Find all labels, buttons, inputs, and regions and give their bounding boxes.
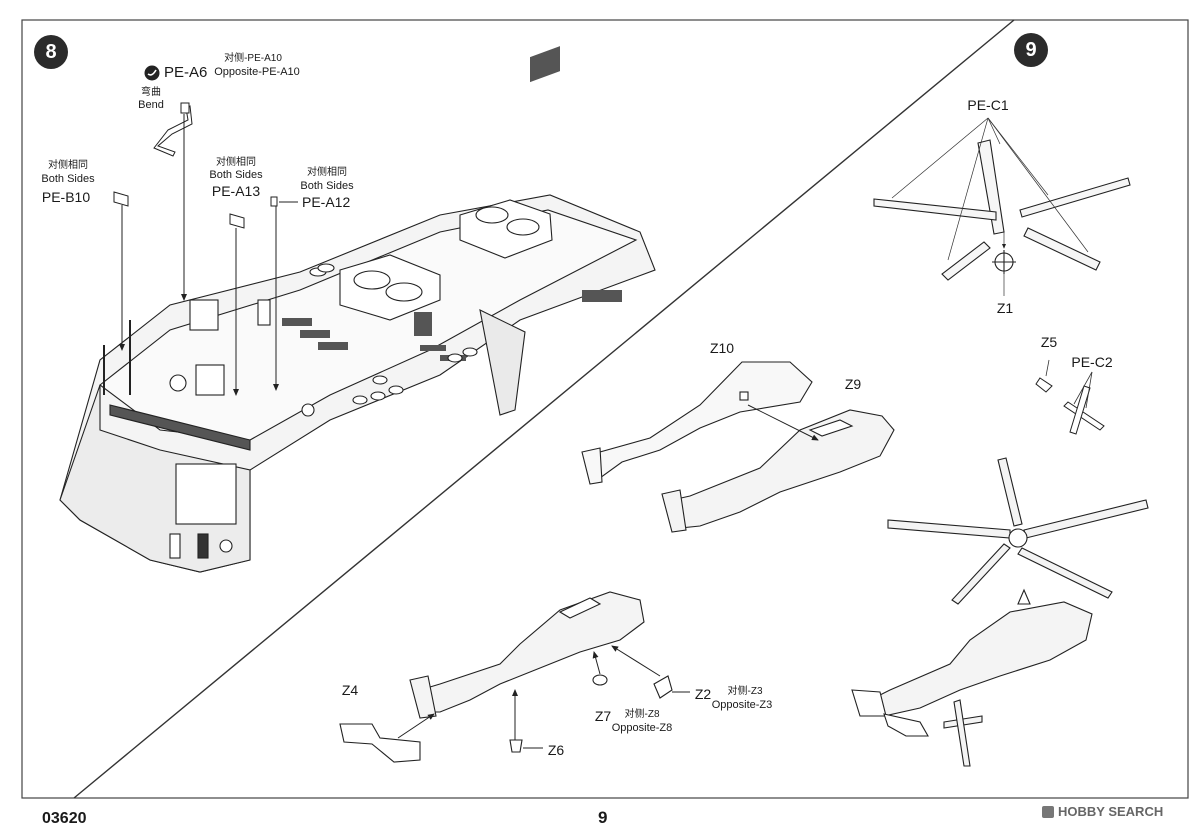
label-pe-c2: PE-C2 bbox=[1071, 354, 1113, 370]
helicopter-half-z10 bbox=[581, 361, 813, 485]
watermark-text: HOBBY SEARCH bbox=[1058, 804, 1164, 819]
label-z10: Z10 bbox=[709, 340, 735, 356]
label-both-sides-cn-2: 对侧相同 bbox=[216, 157, 256, 168]
helicopter-complete bbox=[851, 457, 1149, 767]
helicopter-assembly-left bbox=[339, 591, 673, 763]
watermark: HOBBY SEARCH bbox=[1042, 804, 1163, 819]
label-pe-a13: PE-A13 bbox=[211, 183, 261, 199]
label-both-sides-3: Both Sides bbox=[300, 180, 354, 192]
label-z3-opposite: Opposite-Z3 bbox=[711, 699, 773, 711]
leader-lines-step9 bbox=[397, 645, 690, 749]
step-divider-line bbox=[73, 19, 1015, 799]
pe-c2-leaders bbox=[1045, 359, 1093, 409]
label-pe-a10-cn: 对侧-PE-A10 bbox=[224, 53, 282, 64]
label-z8-opposite: Opposite-Z8 bbox=[611, 722, 673, 734]
label-z5: Z5 bbox=[1040, 334, 1058, 350]
label-z1: Z1 bbox=[996, 300, 1014, 316]
label-both-sides-2: Both Sides bbox=[209, 169, 263, 181]
label-bend-cn: 弯曲 bbox=[141, 87, 161, 98]
ship-superstructure bbox=[59, 46, 656, 573]
step-number-9: 9 bbox=[1014, 33, 1048, 67]
step-number-8: 8 bbox=[34, 35, 68, 69]
label-z4: Z4 bbox=[341, 682, 359, 698]
z10-to-z9-arrow bbox=[747, 404, 819, 441]
label-z3-cn: 对侧-Z3 bbox=[727, 686, 763, 697]
label-z9: Z9 bbox=[844, 376, 862, 392]
tail-rotor-z5 bbox=[1035, 377, 1105, 435]
label-both-sides-cn-1: 对侧相同 bbox=[48, 160, 88, 171]
pe-a6-part bbox=[153, 102, 193, 157]
label-pe-c1: PE-C1 bbox=[967, 97, 1009, 113]
helicopter-fuselage-z9 bbox=[661, 409, 895, 533]
hobby-search-logo-icon bbox=[1042, 805, 1054, 818]
label-bend: Bend bbox=[138, 99, 164, 111]
page-border bbox=[21, 19, 1189, 799]
label-both-sides-cn-3: 对侧相同 bbox=[307, 167, 347, 178]
label-both-sides-1: Both Sides bbox=[41, 173, 95, 185]
pe-c1-leaders bbox=[891, 117, 1089, 296]
pe-plates bbox=[113, 191, 278, 229]
label-pe-a6: PE-A6 bbox=[164, 64, 208, 81]
bend-arrow-icon bbox=[144, 65, 160, 86]
label-pe-a12: PE-A12 bbox=[302, 194, 351, 210]
label-z7: Z7 bbox=[594, 708, 612, 724]
page-number: 9 bbox=[598, 808, 608, 827]
product-code: 03620 bbox=[42, 810, 87, 827]
label-pe-a10-opposite: Opposite-PE-A10 bbox=[214, 66, 300, 78]
leader-lines-step8 bbox=[119, 114, 298, 396]
label-z2: Z2 bbox=[694, 686, 712, 702]
rotor-assembly-pe-c1 bbox=[873, 139, 1131, 281]
label-pe-b10: PE-B10 bbox=[41, 189, 91, 205]
label-z8-cn: 对侧-Z8 bbox=[624, 709, 660, 720]
label-z6: Z6 bbox=[547, 742, 565, 758]
